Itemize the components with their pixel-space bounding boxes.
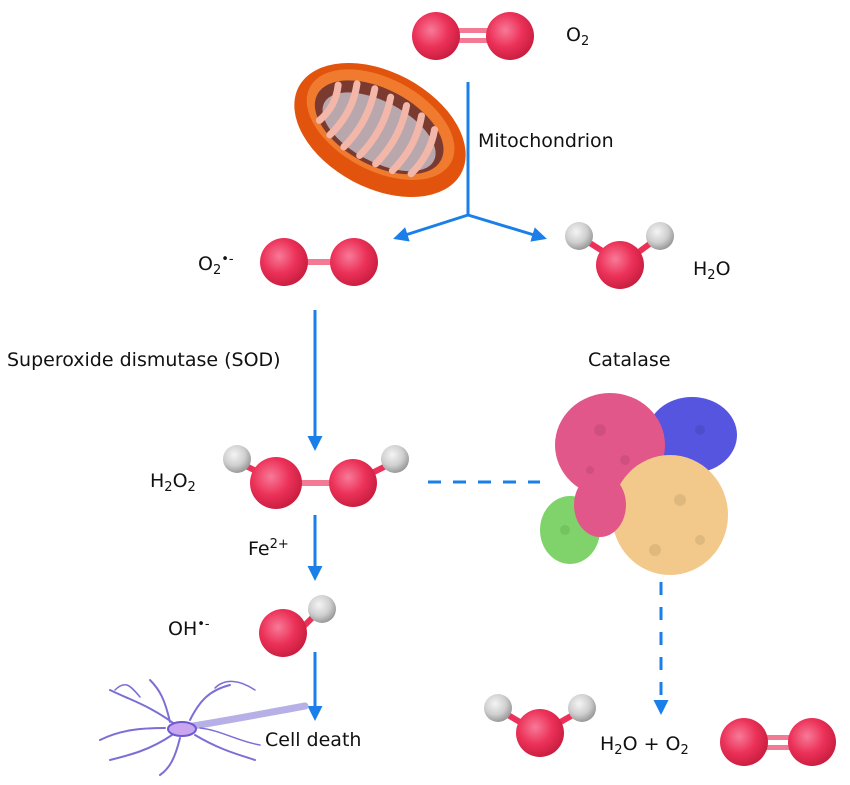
superoxide-molecule (260, 238, 378, 286)
arrow-to-superoxide (393, 213, 469, 242)
water-bottom-molecule (484, 694, 596, 757)
fe-label-sup: 2+ (269, 537, 289, 552)
water-label-sub: 2 (707, 268, 716, 283)
superoxide-label-sub: 2 (212, 263, 222, 278)
mitochondrion-label: Mitochondrion (478, 130, 614, 152)
superoxide-label-main: O (198, 253, 213, 275)
catalase-label: Catalase (588, 349, 671, 371)
o2-bottom-molecule (720, 718, 836, 766)
h2o2-label-sub2: 2 (187, 480, 196, 495)
o2-label-main: O (566, 24, 581, 46)
products-label-o: O + O (622, 733, 681, 755)
products-label-h: H (600, 733, 615, 755)
h2o2-label-o: O (172, 470, 188, 492)
products-label-sub1: 2 (614, 743, 623, 758)
arrow-to-water (467, 213, 547, 242)
hydrogen-peroxide-molecule (223, 445, 409, 509)
h2o2-label-sub1: 2 (164, 480, 173, 495)
products-label-sub2: 2 (680, 743, 689, 758)
hydroxyl-radical-molecule (259, 595, 336, 657)
neuron-image (99, 679, 309, 776)
catalase-protein-image (540, 393, 737, 575)
fe-label-main: Fe (248, 538, 270, 560)
water-label: H2O (693, 258, 731, 283)
fe-label: Fe2+ (248, 537, 289, 560)
water-top-molecule (565, 222, 674, 289)
o2-top-molecule (412, 12, 534, 60)
h2o2-label: H2O2 (150, 470, 196, 495)
hydroxyl-label-main: OH (168, 618, 198, 640)
water-label-h: H (693, 258, 708, 280)
o2-label: O2 (566, 24, 589, 49)
hydroxyl-label: OH•- (168, 617, 210, 640)
h2o2-label-h: H (150, 470, 165, 492)
water-label-o: O (715, 258, 731, 280)
mitochondrion-image (294, 63, 466, 197)
hydroxyl-label-sup: •- (197, 617, 210, 632)
superoxide-label: O2•- (198, 252, 234, 277)
products-label: H2O + O2 (600, 733, 689, 758)
o2-label-sub: 2 (580, 34, 590, 49)
cell-death-label: Cell death (265, 729, 362, 751)
sod-label: Superoxide dismutase (SOD) (7, 349, 281, 371)
superoxide-label-sup: •- (221, 252, 234, 267)
